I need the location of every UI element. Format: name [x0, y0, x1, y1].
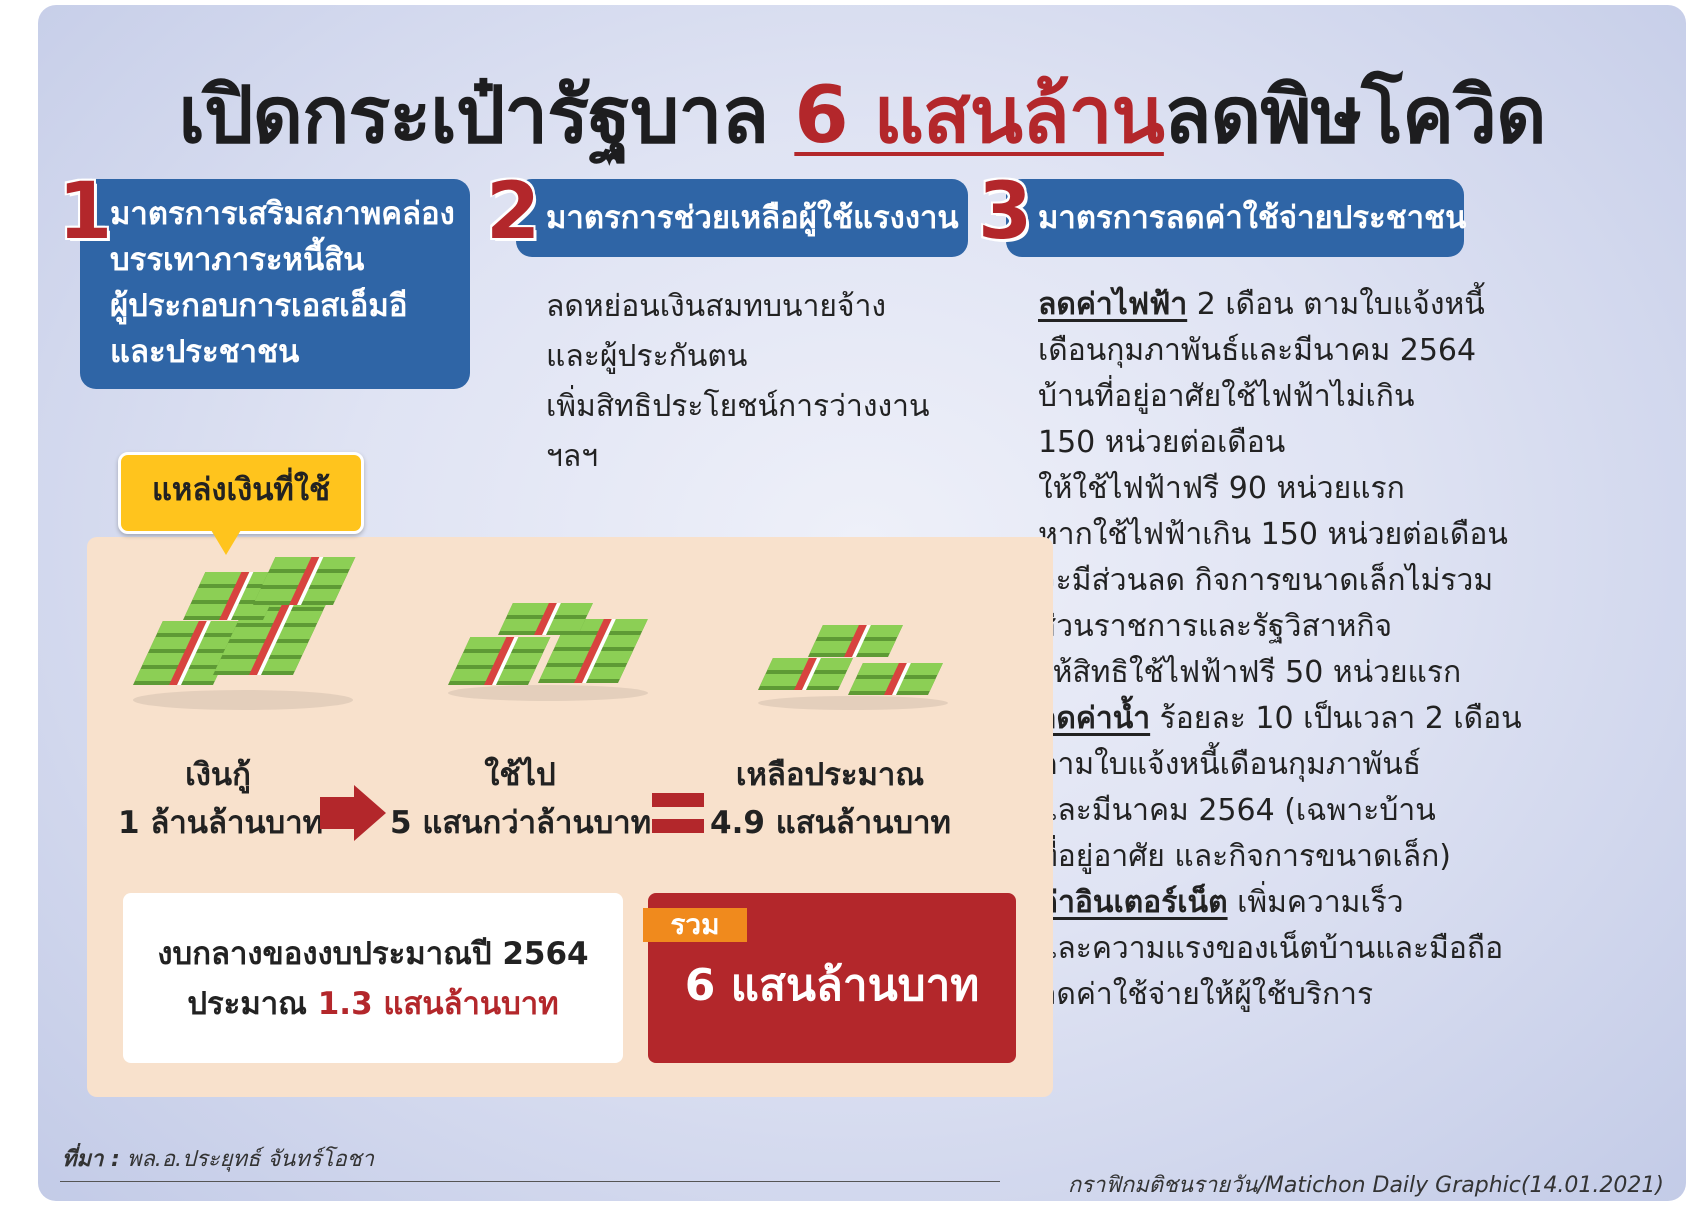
measure-3-detail-line: หากใช้ไฟฟ้าเกิน 150 หน่วยต่อเดือน [1038, 512, 1522, 558]
measure-1-box: มาตรการเสริมสภาพคล่อง บรรเทาภาระหนี้สิน … [80, 179, 470, 389]
measure-3-detail-line: และความแรงของเน็ตบ้านและมือถือ [1038, 926, 1522, 972]
measure-3-detail-line: ให้สิทธิใช้ไฟฟ้าฟรี 50 หน่วยแรก [1038, 650, 1522, 696]
measure-3-detail-line: ส่วนราชการและรัฐวิสาหกิจ [1038, 604, 1522, 650]
measure-1-number: 1 [58, 167, 113, 257]
remaining-label: เหลือประมาณ 4.9 แสนล้านบาท [710, 751, 951, 847]
footer-source: ที่มา : พล.อ.ประยุทธ์ จันทร์โอชา [62, 1141, 374, 1176]
arrow-right-icon [320, 785, 386, 841]
measure-3-detail-line: ให้ใช้ไฟฟ้าฟรี 90 หน่วยแรก [1038, 466, 1522, 512]
measure-3-detail-text: 2 เดือน ตามใบแจ้งหนี้ [1187, 287, 1485, 322]
title-highlight: 6 แสนล้าน [794, 71, 1165, 161]
measure-3-detail-text: ให้ใช้ไฟฟ้าฟรี 90 หน่วยแรก [1038, 471, 1405, 506]
measure-2-box: มาตรการช่วยเหลือผู้ใช้แรงงาน [516, 179, 968, 257]
measure-2-details: ลดหย่อนเงินสมทบนายจ้าง และผู้ประกันตน เพ… [546, 282, 930, 482]
footer-source-value: พล.อ.ประยุทธ์ จันทร์โอชา [119, 1147, 374, 1172]
measure-1-line: และประชาชน [110, 334, 300, 370]
measure-3-detail-line: ลดค่าไฟฟ้า 2 เดือน ตามใบแจ้งหนี้ [1038, 282, 1522, 328]
measure-3-detail-line: ที่อยู่อาศัย และกิจการขนาดเล็ก) [1038, 834, 1522, 880]
central-budget-line2: ประมาณ 1.3 แสนล้านบาท [123, 979, 623, 1029]
loan-label-line2: 1 ล้านล้านบาท [118, 805, 324, 841]
equals-icon [652, 793, 704, 833]
measure-3-detail-text: ให้สิทธิใช้ไฟฟ้าฟรี 50 หน่วยแรก [1038, 655, 1462, 690]
money-stack-small-icon [758, 625, 948, 710]
measure-3-detail-text: 150 หน่วยต่อเดือน [1038, 425, 1286, 460]
funding-source-tag: แหล่งเงินที่ใช้ [118, 452, 364, 534]
measure-3-detail-text: บ้านที่อยู่อาศัยใช้ไฟฟ้าไม่เกิน [1038, 379, 1415, 414]
measure-3-detail-line: ตามใบแจ้งหนี้เดือนกุมภาพันธ์ [1038, 742, 1522, 788]
measure-3-detail-line: ลดค่าน้ำ ร้อยละ 10 เป็นเวลา 2 เดือน [1038, 696, 1522, 742]
measure-3-detail-emphasis: ค่าอินเตอร์เน็ต [1038, 885, 1228, 920]
footer-divider [60, 1181, 1000, 1182]
measure-3-detail-text: ส่วนราชการและรัฐวิสาหกิจ [1038, 609, 1393, 644]
measure-3-detail-text: เดือนกุมภาพันธ์และมีนาคม 2564 [1038, 333, 1477, 368]
central-budget-prefix: ประมาณ [187, 986, 318, 1022]
measure-2-detail-line: และผู้ประกันตน [546, 339, 748, 374]
total-value: 6 แสนล้านบาท [684, 960, 980, 1011]
spent-label-line2: 5 แสนกว่าล้านบาท [390, 805, 652, 841]
total-tag: รวม [643, 908, 747, 942]
measure-3-details: ลดค่าไฟฟ้า 2 เดือน ตามใบแจ้งหนี้เดือนกุม… [1038, 282, 1522, 1018]
measure-3-detail-line: 150 หน่วยต่อเดือน [1038, 420, 1522, 466]
measure-3-detail-line: ลดค่าใช้จ่ายให้ผู้ใช้บริการ [1038, 972, 1522, 1018]
measure-3-detail-line: และมีนาคม 2564 (เฉพาะบ้าน [1038, 788, 1522, 834]
measure-2-detail-line: เพิ่มสิทธิประโยชน์การว่างงาน [546, 389, 930, 424]
measure-3-number: 3 [978, 167, 1033, 257]
title-part2: ลดพิษโควิด [1163, 71, 1547, 161]
spent-label-line1: ใช้ไป [484, 757, 556, 793]
measure-3-detail-text: เพิ่มความเร็ว [1227, 885, 1404, 920]
central-budget-line1: งบกลางของงบประมาณปี 2564 [157, 936, 589, 972]
measure-1-line: บรรเทาภาระหนี้สิน [110, 242, 365, 278]
measure-3-detail-text: และความแรงของเน็ตบ้านและมือถือ [1038, 931, 1504, 966]
loan-label: เงินกู้ 1 ล้านล้านบาท [118, 751, 324, 847]
measure-3-detail-emphasis: ลดค่าไฟฟ้า [1038, 287, 1188, 322]
measure-2-detail-line: ลดหย่อนเงินสมทบนายจ้าง [546, 289, 887, 324]
measure-3-detail-text: และมีนาคม 2564 (เฉพาะบ้าน [1038, 793, 1436, 828]
measure-3-detail-line: จะมีส่วนลด กิจการขนาดเล็กไม่รวม [1038, 558, 1522, 604]
title-part1: เปิดกระเป๋ารัฐบาล [178, 71, 795, 161]
measure-3-detail-text: ตามใบแจ้งหนี้เดือนกุมภาพันธ์ [1038, 747, 1422, 782]
money-stack-medium-icon [448, 603, 648, 701]
central-budget-value: 1.3 แสนล้านบาท [317, 986, 559, 1022]
measure-3-detail-emphasis: ลดค่าน้ำ [1038, 701, 1151, 736]
infographic-card: เปิดกระเป๋ารัฐบาล 6 แสนล้านลดพิษโควิด 1 … [38, 5, 1686, 1201]
measure-3-detail-line: ค่าอินเตอร์เน็ต เพิ่มความเร็ว [1038, 880, 1522, 926]
loan-label-line1: เงินกู้ [185, 757, 251, 793]
remaining-label-line1: เหลือประมาณ [735, 757, 925, 793]
page-title: เปิดกระเป๋ารัฐบาล 6 แสนล้านลดพิษโควิด [38, 53, 1686, 177]
measure-2-number: 2 [486, 167, 541, 257]
measure-3-detail-text: ที่อยู่อาศัย และกิจการขนาดเล็ก) [1038, 839, 1451, 874]
measure-2-title: มาตรการช่วยเหลือผู้ใช้แรงงาน [546, 200, 959, 236]
remaining-label-line2: 4.9 แสนล้านบาท [710, 805, 951, 841]
measure-3-detail-line: เดือนกุมภาพันธ์และมีนาคม 2564 [1038, 328, 1522, 374]
measure-3-detail-line: บ้านที่อยู่อาศัยใช้ไฟฟ้าไม่เกิน [1038, 374, 1522, 420]
funding-source-tag-pointer [208, 525, 244, 555]
measure-3-title: มาตรการลดค่าใช้จ่ายประชาชน [1038, 200, 1467, 236]
measure-3-detail-text: หากใช้ไฟฟ้าเกิน 150 หน่วยต่อเดือน [1038, 517, 1508, 552]
measure-2-detail-line: ฯลฯ [546, 439, 599, 474]
measure-3-box: มาตรการลดค่าใช้จ่ายประชาชน [1006, 179, 1467, 257]
measure-3-detail-text: ลดค่าใช้จ่ายให้ผู้ใช้บริการ [1038, 977, 1374, 1012]
measure-3-detail-text: ร้อยละ 10 เป็นเวลา 2 เดือน [1150, 701, 1522, 736]
spent-label: ใช้ไป 5 แสนกว่าล้านบาท [390, 751, 652, 847]
footer-source-label: ที่มา : [62, 1147, 120, 1172]
measure-1-line: ผู้ประกอบการเอสเอ็มอี [110, 288, 408, 324]
money-stack-large-icon [133, 557, 356, 710]
footer-credit: กราฟิกมติชนรายวัน/Matichon Daily Graphic… [1067, 1173, 1664, 1198]
central-budget-box: งบกลางของงบประมาณปี 2564 ประมาณ 1.3 แสนล… [123, 893, 623, 1063]
measure-3-detail-text: จะมีส่วนลด กิจการขนาดเล็กไม่รวม [1038, 563, 1494, 598]
measure-1-line: มาตรการเสริมสภาพคล่อง [110, 196, 455, 232]
